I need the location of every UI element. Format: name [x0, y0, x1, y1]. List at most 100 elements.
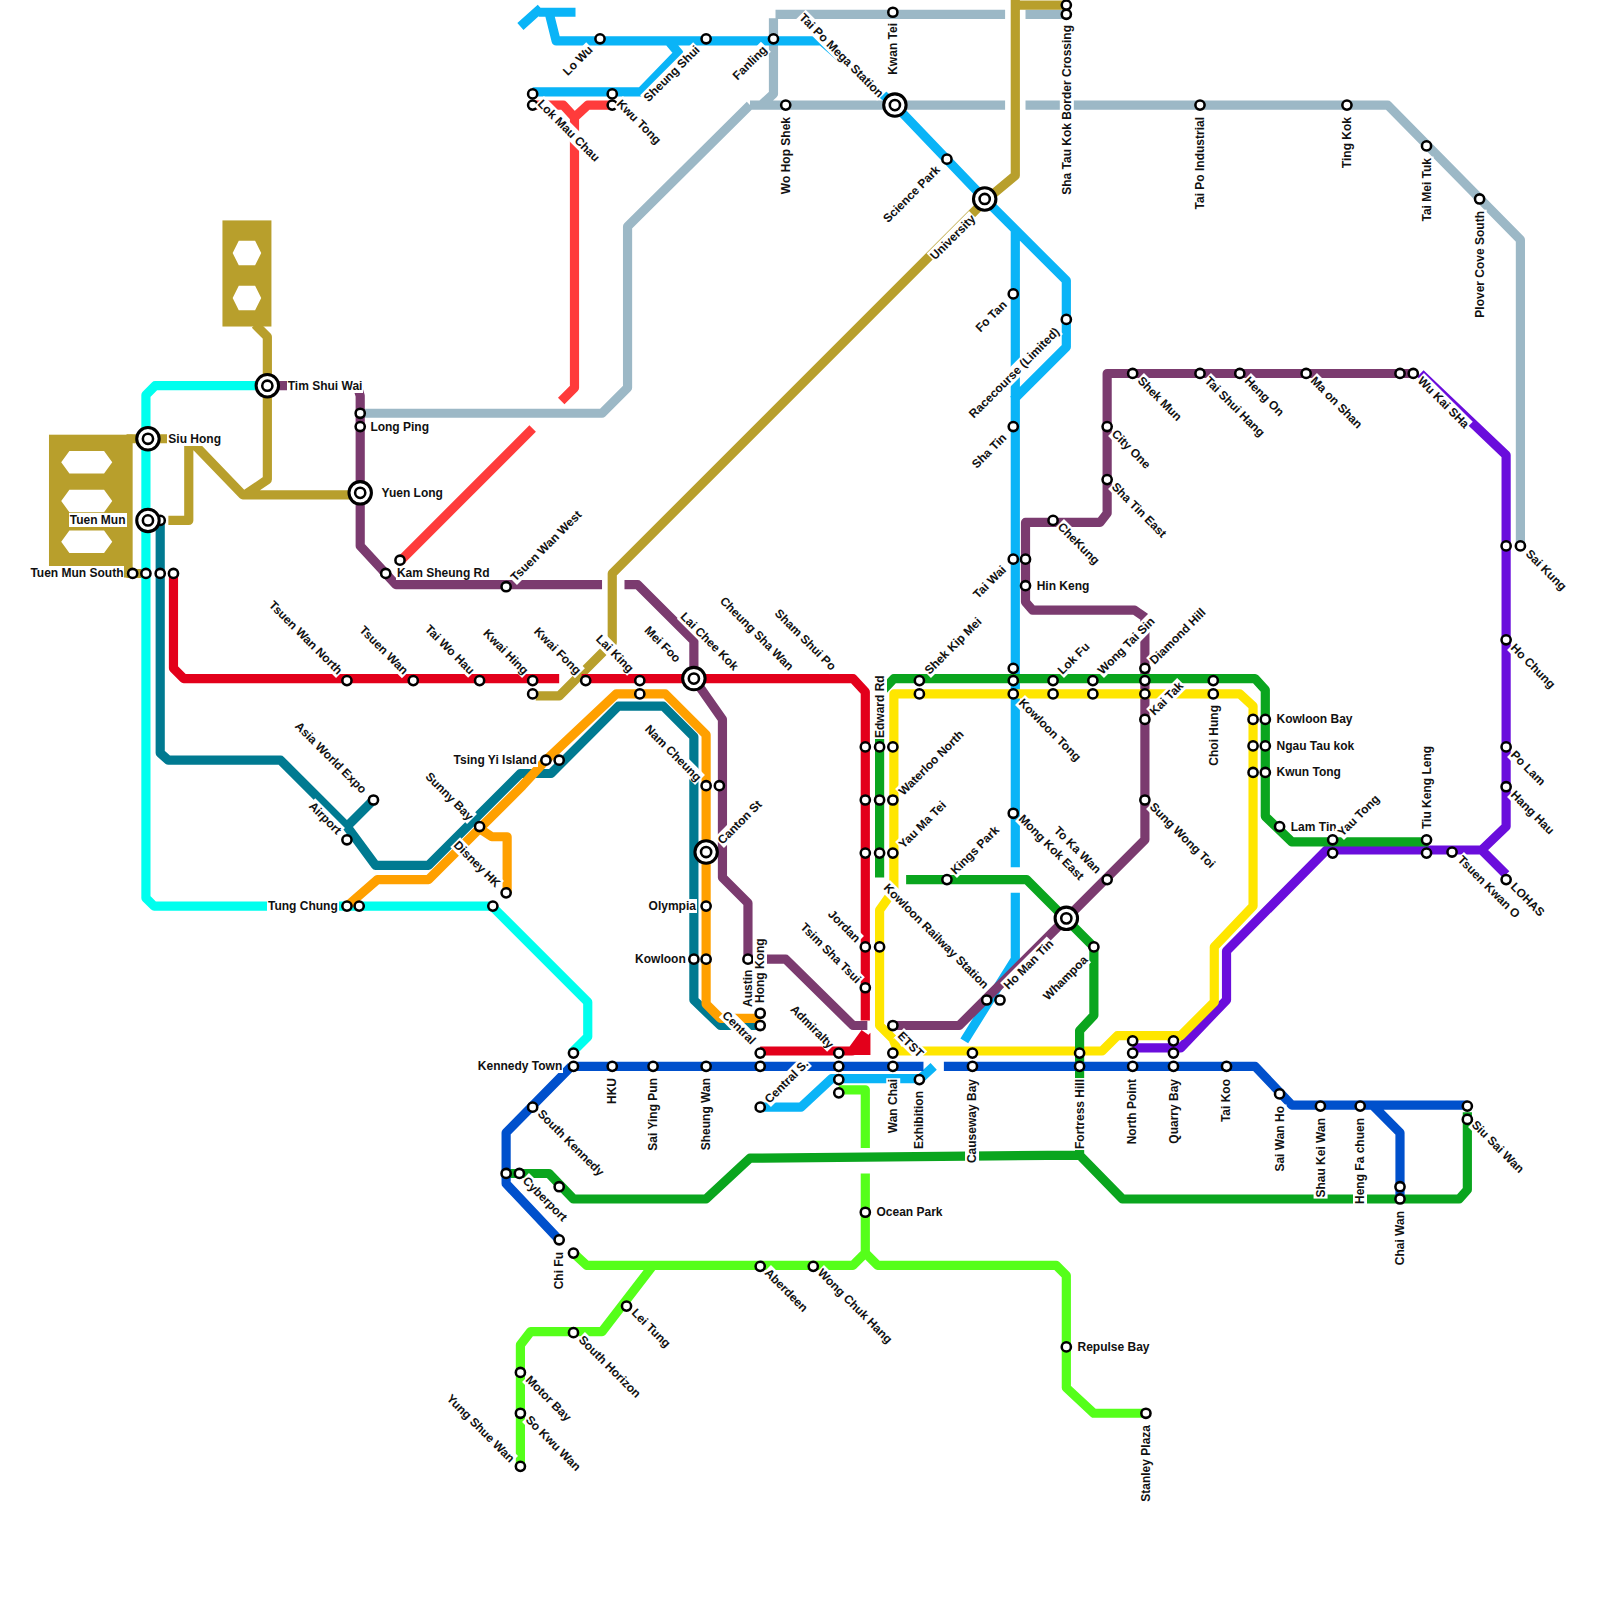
station-dot: [1422, 835, 1431, 844]
interchange-marker: [256, 374, 278, 396]
station-label: CheKung: [1054, 520, 1103, 569]
station-dot: [875, 848, 884, 857]
station-label: Jordan: [825, 906, 865, 946]
station-dot: [756, 1103, 765, 1112]
station-label: Stanley Plaza: [1139, 1424, 1153, 1503]
station-dot: [581, 676, 590, 685]
station-label: Kwai Fong: [530, 624, 584, 678]
station-label: Sha Tin: [968, 430, 1010, 472]
station-label: Kowloon Tong: [1015, 695, 1085, 765]
station-dot: [516, 1409, 525, 1418]
station-label: Siu Sai Wan: [1469, 1117, 1529, 1177]
station-dot: [1422, 848, 1431, 857]
interchange-core: [143, 434, 153, 444]
interchange-core: [701, 847, 711, 857]
station-dot: [1261, 741, 1270, 750]
station-dot: [982, 995, 991, 1004]
station-dot: [861, 848, 870, 857]
station-dot: [861, 1208, 870, 1217]
station-dot: [569, 1048, 578, 1057]
station-dot: [769, 34, 778, 43]
station-label: Repulse Bay: [1077, 1340, 1151, 1354]
station-label: Wong Tai Sin: [1094, 614, 1158, 678]
station-dot: [702, 781, 711, 790]
station-dot: [1395, 1182, 1404, 1191]
station-dot: [395, 556, 404, 565]
station-label: Kowloon Bay: [1276, 712, 1354, 726]
station-label: Sheung Shui: [640, 42, 703, 105]
station-dot: [1009, 289, 1018, 298]
station-dot: [1075, 1048, 1084, 1057]
station-dot: [608, 1062, 617, 1071]
station-dots: [128, 1, 1525, 1471]
station-dot: [702, 902, 711, 911]
station-label: Lai King: [593, 632, 638, 677]
station-dot: [1169, 1048, 1178, 1057]
line-segment: [362, 14, 1520, 546]
station-dot: [1128, 1048, 1137, 1057]
station-dot: [488, 902, 497, 911]
station-dot: [834, 1075, 843, 1084]
station-dot: [1169, 1036, 1178, 1045]
station-dot: [834, 1048, 843, 1057]
station-label: Tai Koo: [1220, 1078, 1234, 1123]
station-label: Kwan Tei: [886, 22, 900, 76]
station-dot: [342, 835, 351, 844]
station-dot: [409, 676, 418, 685]
station-label: Ma on Shan: [1307, 373, 1366, 432]
depot-hole: [61, 451, 112, 553]
station-dot: [369, 795, 378, 804]
station-dot: [1195, 101, 1204, 110]
station-dot: [1447, 847, 1456, 856]
station-dot: [1103, 422, 1112, 431]
station-dot: [342, 676, 351, 685]
station-dot: [1356, 1102, 1365, 1111]
station-dot: [1248, 741, 1257, 750]
station-dot: [756, 1021, 765, 1030]
station-label: HKU: [605, 1077, 619, 1105]
station-dot: [1075, 1062, 1084, 1071]
station-dot: [648, 1062, 657, 1071]
station-dot: [1140, 715, 1149, 724]
station-dot: [861, 742, 870, 751]
teal-line: [160, 520, 760, 1025]
station-dot: [342, 902, 351, 911]
station-dot: [689, 955, 698, 964]
station-dot: [875, 942, 884, 951]
station-dot: [475, 822, 484, 831]
interchange-core: [262, 381, 272, 391]
station-label: Yung Shue Wan: [443, 1391, 518, 1466]
station-dot: [1048, 516, 1057, 525]
station-dot: [1021, 581, 1030, 590]
station-dot: [356, 422, 365, 431]
station-label: Mei Foo: [641, 623, 684, 666]
interchange-marker: [973, 188, 995, 210]
station-dot: [1128, 369, 1137, 378]
station-label: Shek Kip Mei: [921, 614, 985, 678]
station-dot: [356, 409, 365, 418]
station-label: University: [927, 211, 979, 263]
station-label: Tim Shui Wai: [287, 379, 364, 393]
station-dot: [756, 1262, 765, 1271]
station-label: Tuen Mun South: [29, 566, 124, 580]
station-label: Nam Cheung: [641, 721, 705, 785]
station-dot: [541, 756, 550, 765]
station-label: Wo Hop Shek: [779, 116, 793, 195]
station-dot: [942, 155, 951, 164]
station-label: Ho Chung: [1507, 640, 1559, 692]
interchange-ring: [695, 841, 717, 863]
interchange-marker: [349, 482, 371, 504]
station-label: Plover Cove South: [1473, 210, 1487, 319]
station-label: Lo Wu: [560, 42, 597, 79]
station-label: Edward Rd: [873, 674, 887, 739]
station-label: Science Park: [880, 162, 944, 226]
station-dot: [555, 1235, 564, 1244]
station-dot: [1128, 1062, 1137, 1071]
station-dot: [1009, 664, 1018, 673]
station-dot: [569, 1248, 578, 1257]
station-label: Fo Tan: [972, 297, 1010, 335]
station-label: Kwun Tong: [1276, 765, 1342, 779]
station-dot: [743, 955, 752, 964]
station-dot: [1103, 875, 1112, 884]
